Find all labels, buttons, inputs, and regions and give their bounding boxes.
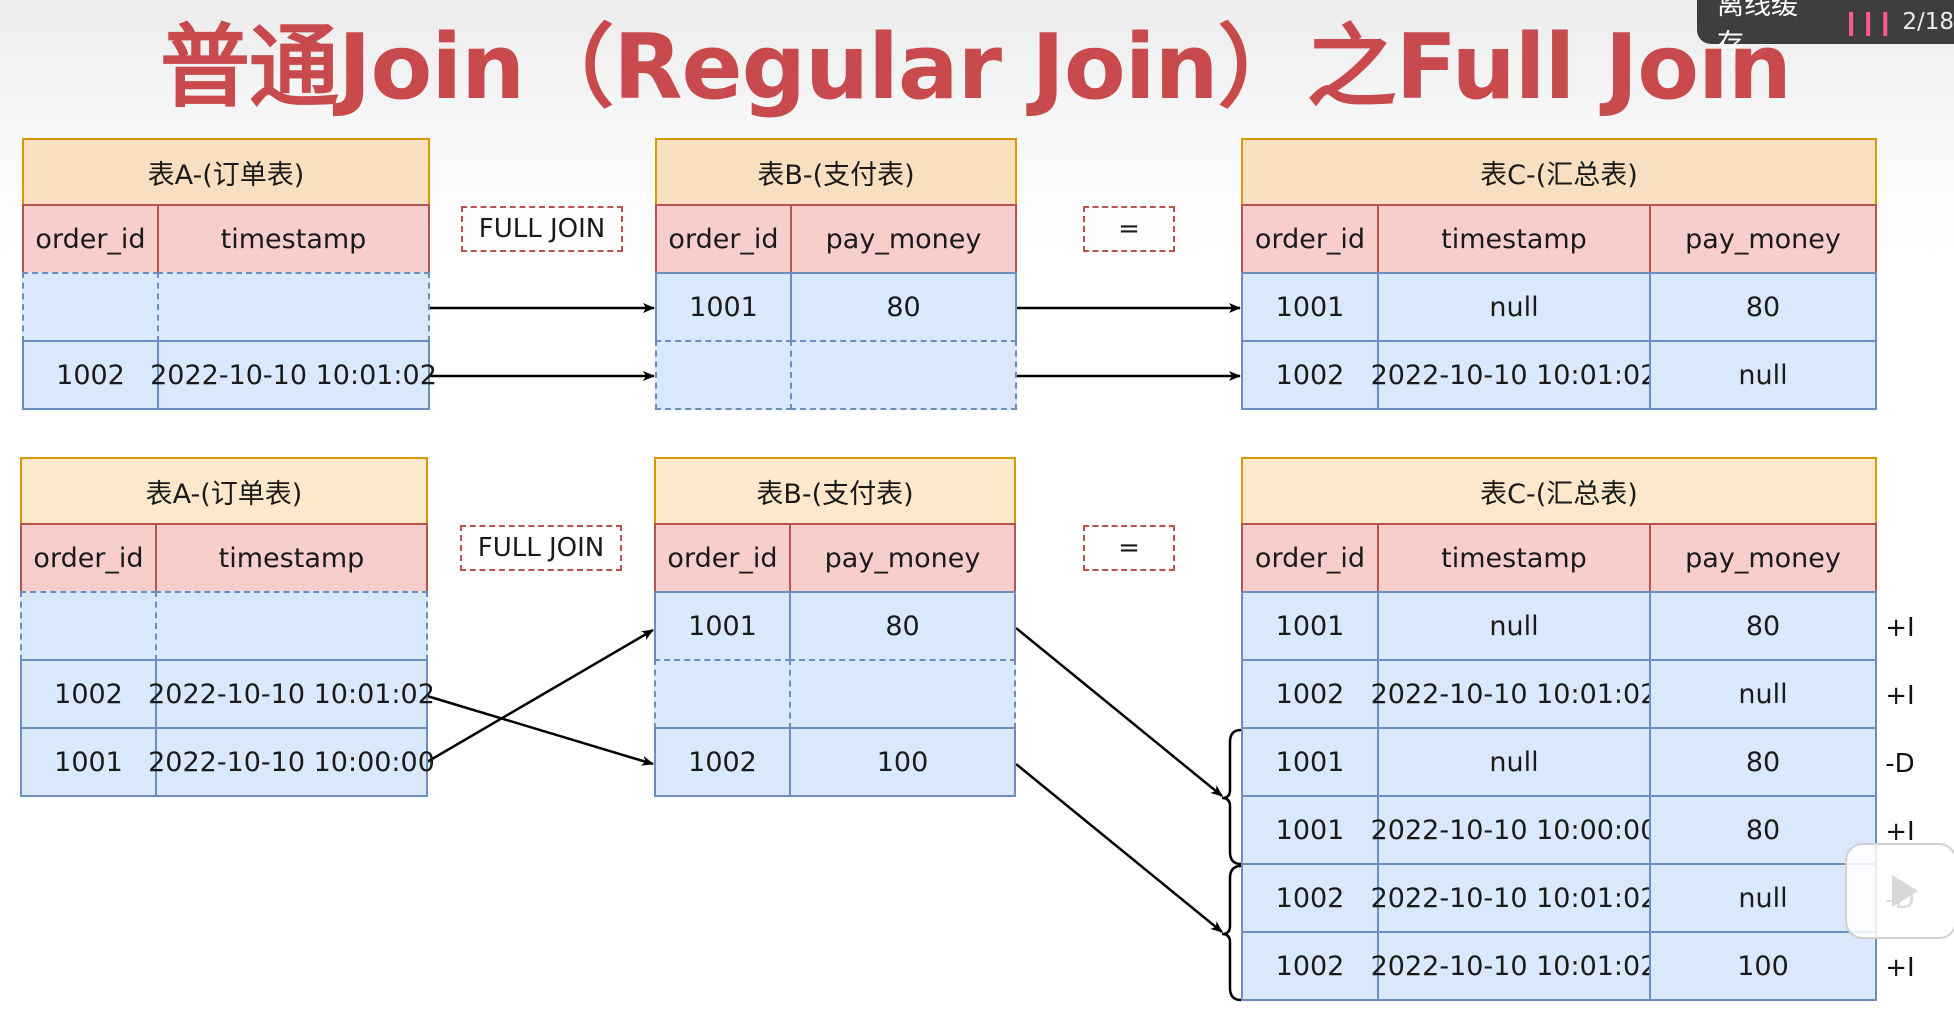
arrow-a-1001-to-b-1001	[426, 628, 654, 764]
table-cell: 2022-10-10 10:01:02	[1371, 659, 1657, 729]
bottom-table-c-title: 表C-(汇总表)	[1241, 457, 1877, 525]
changelog-flag: +I	[1885, 613, 1915, 643]
table-cell: null	[1649, 340, 1877, 410]
changelog-flag: +I	[1885, 817, 1915, 847]
bottom-table-c-col-timestamp: timestamp	[1377, 523, 1651, 593]
table-cell: 1001	[1241, 727, 1379, 797]
brace-rows-5-6	[1221, 864, 1242, 1002]
table-cell: 1001	[655, 272, 792, 342]
bottom-table-b-col-pay-money: pay_money	[789, 523, 1016, 593]
top-table-b-title: 表B-(支付表)	[655, 138, 1017, 206]
arrow-b-1001-to-c-retract	[1015, 627, 1223, 797]
bottom-table-a-empty-cell	[155, 591, 428, 661]
table-cell: 80	[1649, 591, 1877, 661]
table-cell: 80	[1649, 272, 1877, 342]
table-cell: 1001	[20, 727, 157, 797]
bottom-table-b-title: 表B-(支付表)	[654, 457, 1016, 525]
top-table-b-col-order-id: order_id	[655, 204, 792, 274]
top-table-b-empty-cell	[790, 340, 1017, 410]
table-cell: 2022-10-10 10:01:02	[150, 340, 437, 410]
changelog-flag: +I	[1885, 681, 1915, 711]
table-cell: 1002	[1241, 659, 1379, 729]
bars-icon: ❙❙❙	[1841, 8, 1895, 36]
table-cell: 1002	[22, 340, 159, 410]
top-table-a-title: 表A-(订单表)	[22, 138, 430, 206]
table-cell: 80	[1649, 727, 1877, 797]
top-table-a-empty-cell	[22, 272, 159, 342]
bottom-table-c-col-order-id: order_id	[1241, 523, 1379, 593]
table-cell: 80	[789, 591, 1016, 661]
table-cell: 100	[1649, 931, 1877, 1001]
top-table-b-col-pay-money: pay_money	[790, 204, 1017, 274]
table-cell: 80	[1649, 795, 1877, 865]
table-cell: null	[1649, 659, 1877, 729]
top-table-a-col-order-id: order_id	[22, 204, 159, 274]
bottom-table-a-title: 表A-(订单表)	[20, 457, 428, 525]
top-table-c-title: 表C-(汇总表)	[1241, 138, 1877, 206]
top-table-c-col-pay-money: pay_money	[1649, 204, 1877, 274]
bottom-table-b-col-order-id: order_id	[654, 523, 791, 593]
table-cell: 2022-10-10 10:01:02	[1371, 863, 1657, 933]
table-cell: 2022-10-10 10:00:00	[148, 727, 435, 797]
arrow-b-1002-to-c-retract	[1015, 763, 1223, 933]
table-cell: 1002	[1241, 340, 1379, 410]
table-cell: null	[1377, 272, 1651, 342]
top-full-join-label: FULL JOIN	[461, 206, 623, 252]
top-table-c-col-order-id: order_id	[1241, 204, 1379, 274]
table-cell: 1002	[654, 727, 791, 797]
table-cell: null	[1377, 727, 1651, 797]
slide-title: 普通Join（Regular Join）之Full Join	[160, 15, 1792, 120]
offline-cache-label: 离线缓存	[1717, 0, 1798, 60]
play-button[interactable]	[1845, 843, 1954, 939]
table-cell: 1002	[1241, 931, 1379, 1001]
table-cell: 80	[790, 272, 1017, 342]
table-cell: 1001	[1241, 272, 1379, 342]
table-cell: 1002	[20, 659, 157, 729]
top-table-b-empty-cell	[655, 340, 792, 410]
top-table-c-col-timestamp: timestamp	[1377, 204, 1651, 274]
top-table-a-col-timestamp: timestamp	[157, 204, 430, 274]
table-cell: 2022-10-10 10:00:00	[1371, 795, 1657, 865]
bottom-table-b-empty-cell	[789, 659, 1016, 729]
bottom-full-join-label: FULL JOIN	[460, 525, 622, 571]
changelog-flag: +I	[1885, 953, 1915, 983]
bottom-equals-label: =	[1083, 525, 1175, 571]
top-table-a-empty-cell	[157, 272, 430, 342]
bottom-table-a-empty-cell	[20, 591, 157, 661]
offline-cache-badge[interactable]: 离线缓存 ❙❙❙ 2/18	[1697, 0, 1954, 60]
changelog-flag: -D	[1885, 749, 1915, 779]
page-counter: 2/18	[1902, 9, 1954, 35]
bottom-table-c-col-pay-money: pay_money	[1649, 523, 1877, 593]
table-cell: 2022-10-10 10:01:02	[1371, 931, 1657, 1001]
table-cell: 1001	[654, 591, 791, 661]
table-cell: 2022-10-10 10:01:02	[148, 659, 435, 729]
table-cell: 1001	[1241, 795, 1379, 865]
table-cell: 1002	[1241, 863, 1379, 933]
bottom-table-a-col-order-id: order_id	[20, 523, 157, 593]
table-cell: 100	[789, 727, 1016, 797]
brace-rows-3-4	[1221, 728, 1242, 866]
play-icon	[1892, 875, 1918, 907]
table-cell: 2022-10-10 10:01:02	[1371, 340, 1657, 410]
bottom-table-a-col-timestamp: timestamp	[155, 523, 428, 593]
table-cell: 1001	[1241, 591, 1379, 661]
table-cell: null	[1377, 591, 1651, 661]
bottom-table-b-empty-cell	[654, 659, 791, 729]
top-equals-label: =	[1083, 206, 1175, 252]
table-cell: null	[1649, 863, 1877, 933]
arrow-a-1002-to-b-1002	[426, 694, 654, 766]
